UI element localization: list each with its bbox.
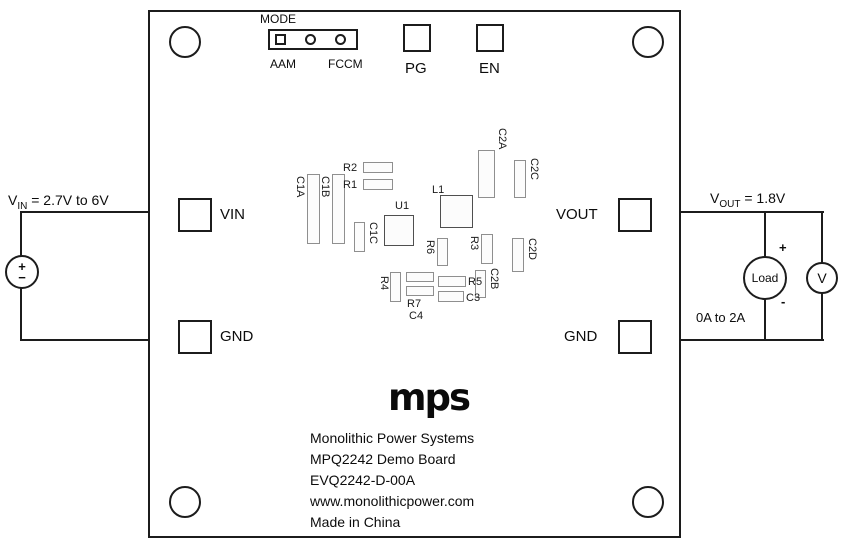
component-c2b-body xyxy=(475,270,486,298)
component-l1-body xyxy=(440,195,473,228)
vout-spec-v: V xyxy=(710,190,720,206)
info-line-origin: Made in China xyxy=(310,514,401,530)
load-plus-sign: + xyxy=(779,240,787,255)
mps-logo: mps xyxy=(388,376,471,419)
voltage-source: + − xyxy=(5,255,39,289)
vin-pad[interactable] xyxy=(178,198,212,232)
vout-spec-label: VOUT = 1.8V xyxy=(710,190,785,210)
component-c2c-label: C2C xyxy=(528,158,540,181)
component-c4-label: C4 xyxy=(409,310,424,322)
load-label: Load xyxy=(751,271,779,285)
vout-pad[interactable] xyxy=(618,198,652,232)
voltage-source-minus: − xyxy=(18,270,26,285)
component-c1a-body xyxy=(307,174,320,244)
mounting-hole-bottom-left xyxy=(169,486,201,518)
board-info-block: Monolithic Power Systems MPQ2242 Demo Bo… xyxy=(310,428,474,533)
en-label: EN xyxy=(479,60,500,77)
component-r7-body xyxy=(406,286,434,296)
component-c3-body xyxy=(438,291,464,302)
vin-spec-value: = 2.7V to 6V xyxy=(27,192,109,208)
vout-spec-sub: OUT xyxy=(719,198,741,210)
component-c2b-label: C2B xyxy=(488,268,500,290)
info-line-part-number: EVQ2242-D-00A xyxy=(310,472,416,488)
component-c2d-body xyxy=(512,238,524,272)
info-line-website: www.monolithicpower.com xyxy=(310,493,475,509)
mode-jumper-pin3[interactable] xyxy=(335,34,346,45)
component-r7-label: R7 xyxy=(407,298,422,310)
info-line-board-name: MPQ2242 Demo Board xyxy=(310,451,456,467)
component-c2d-label: C2D xyxy=(526,238,538,261)
component-r3-label: R3 xyxy=(468,236,480,251)
component-l1-label: L1 xyxy=(432,184,445,196)
wire-input-top xyxy=(20,211,180,213)
component-c3-label: C3 xyxy=(466,292,481,304)
wire-input-bottom xyxy=(20,339,180,341)
component-r5-label: R5 xyxy=(468,276,483,288)
component-r5-body xyxy=(438,276,466,287)
gnd-right-pad[interactable] xyxy=(618,320,652,354)
voltmeter-symbol: V xyxy=(806,262,838,294)
load-range-label: 0A to 2A xyxy=(696,310,746,325)
vin-spec-v: V xyxy=(8,192,18,208)
component-c4-body xyxy=(406,272,434,282)
wire-output-top xyxy=(650,211,824,213)
voltage-source-plus: + xyxy=(18,259,26,274)
gnd-left-pad[interactable] xyxy=(178,320,212,354)
pg-label: PG xyxy=(405,60,427,77)
component-r1-body xyxy=(363,179,393,190)
component-r2-body xyxy=(363,162,393,173)
wire-output-bottom xyxy=(650,339,824,341)
component-c1c-body xyxy=(354,222,365,252)
vin-spec-sub: IN xyxy=(17,200,28,212)
info-line-company: Monolithic Power Systems xyxy=(310,430,475,446)
component-c2a-body xyxy=(478,150,495,198)
voltmeter-label: V xyxy=(817,270,827,286)
vout-spec-value: = 1.8V xyxy=(740,190,786,206)
component-r6-label: R6 xyxy=(424,240,436,255)
component-c1c-label: C1C xyxy=(367,222,379,245)
board-outline: MODE AAM FCCM PG EN VIN GND VOUT GND C1A… xyxy=(148,10,681,538)
component-r3-body xyxy=(481,234,493,264)
mode-jumper-pin2[interactable] xyxy=(305,34,316,45)
component-u1-body xyxy=(384,215,414,246)
component-u1-label: U1 xyxy=(395,200,410,212)
vout-pad-label: VOUT xyxy=(556,206,598,223)
mode-aam-label: AAM xyxy=(270,57,297,71)
component-c1b-label: C1B xyxy=(319,176,331,198)
pg-test-point[interactable] xyxy=(403,24,431,52)
vin-spec-label: VIN = 2.7V to 6V xyxy=(8,192,109,212)
gnd-right-pad-label: GND xyxy=(564,328,598,345)
component-c1a-label: C1A xyxy=(294,176,306,198)
mode-jumper-pin1[interactable] xyxy=(275,34,286,45)
en-test-point[interactable] xyxy=(476,24,504,52)
gnd-left-pad-label: GND xyxy=(220,328,254,345)
load-symbol: Load xyxy=(743,256,787,300)
mounting-hole-top-left xyxy=(169,26,201,58)
component-r2-label: R2 xyxy=(343,162,358,174)
component-r1-label: R1 xyxy=(343,179,358,191)
component-r6-body xyxy=(437,238,448,266)
mode-title: MODE xyxy=(260,12,296,26)
mounting-hole-bottom-right xyxy=(632,486,664,518)
vin-pad-label: VIN xyxy=(220,206,246,223)
load-minus-sign: - xyxy=(781,294,786,309)
mounting-hole-top-right xyxy=(632,26,664,58)
mode-jumper[interactable] xyxy=(268,29,358,50)
component-c2c-body xyxy=(514,160,526,198)
component-c2a-label: C2A xyxy=(496,128,508,150)
mode-fccm-label: FCCM xyxy=(328,57,363,71)
component-c1b-body xyxy=(332,174,345,244)
component-r4-label: R4 xyxy=(378,276,390,291)
component-r4-body xyxy=(390,272,401,302)
